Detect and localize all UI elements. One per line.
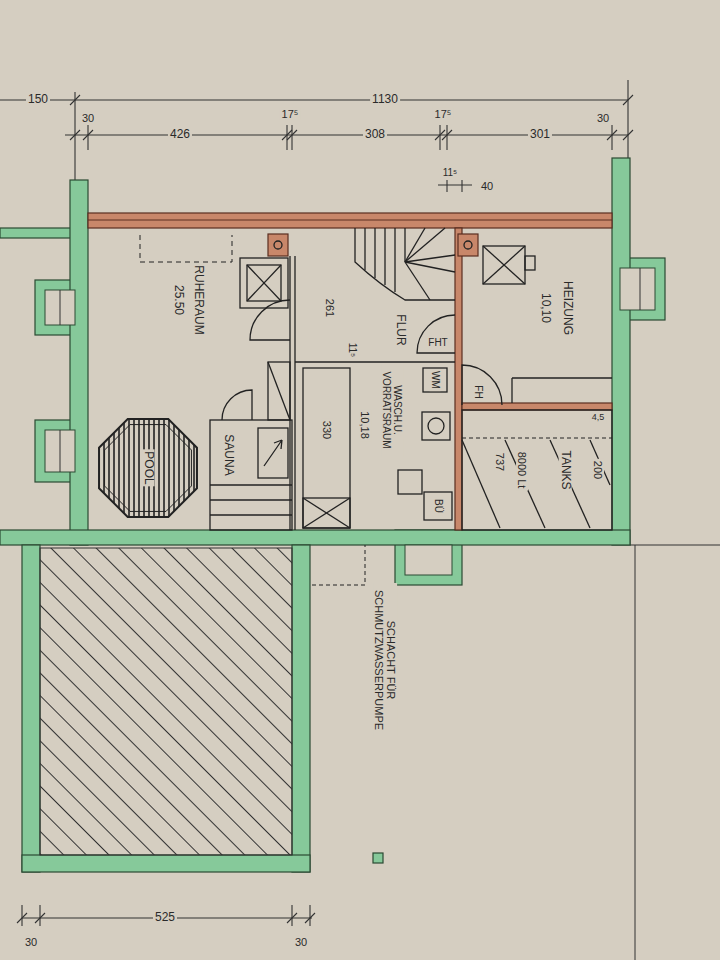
dimension: 308 [363,128,387,141]
dimension: 200 [592,459,604,481]
fixture-label: FH [473,383,484,400]
note: SCHACHT FÜR SCHMUTZWASSERPUMPE [373,583,397,737]
dimension: 261 [324,297,336,319]
interior-walls [140,228,612,585]
pool-rim [105,425,192,512]
room-name: RUHERAUM [191,263,204,336]
dimension: 11⁵ [441,167,460,178]
hatched-area [40,548,292,855]
room-name: WASCH.U. VORRATSRAUM [381,363,403,457]
dimension: 40 [479,180,495,192]
room-name: FLUR [393,312,406,347]
fixture-label: WM [430,369,441,391]
dimension: 30 [595,112,611,124]
room: 8000 Lt TANKS [462,410,612,530]
tank-volume: 8000 Lt [516,450,528,491]
dimension: 30 [23,936,39,948]
room: RUHERAUM 25.50POOL [88,228,210,530]
dimension: 1130 [370,93,400,106]
dimension: 330 [321,419,333,441]
dimension-lines [0,80,633,926]
dimension: 30 [80,112,96,124]
pool: POOL [93,413,203,523]
window-bays [45,268,655,575]
dimension: 30 [293,936,309,948]
dimension: 11⁵ [347,341,358,360]
fixture-label: FHT [426,337,449,348]
room-name: SAUNA [221,432,234,477]
room-name: HEIZUNG [560,279,573,337]
site-lines [630,545,720,960]
pool-name: POOL [141,449,154,486]
room-area: 10,18 [359,409,371,441]
dimension: 17⁵ [280,108,301,120]
dimension: 426 [168,128,192,141]
dimension: 150 [26,93,50,106]
dimension: 17⁵ [433,108,454,120]
room-name: TANKS [558,448,571,491]
dimension: 301 [528,128,552,141]
outer-walls [0,158,665,872]
brick-walls [88,213,612,530]
room: SAUNA [210,420,292,530]
dimension: 737 [494,451,506,473]
room-area: 10,10 [538,291,551,325]
fixture-label: BÜ [433,497,444,515]
pool-basin [99,419,197,517]
dimension: 4,5 [590,413,607,423]
room-area: 25.50 [171,283,184,317]
dimension: 525 [153,911,177,924]
room: HEIZUNG 10,10 [462,228,612,378]
